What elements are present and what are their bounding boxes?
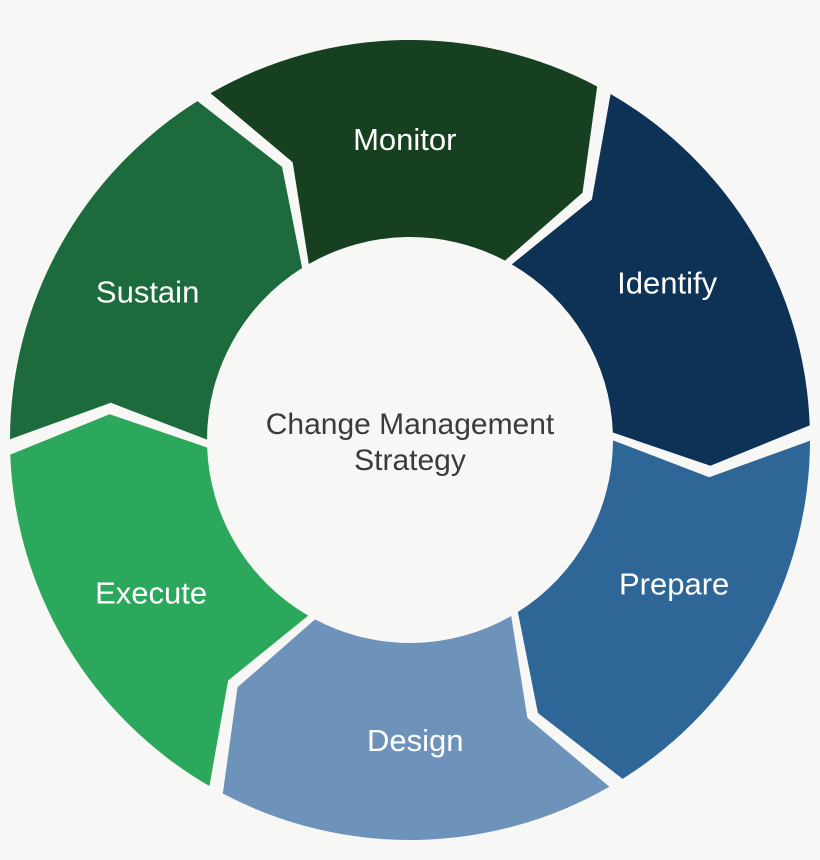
center-hub-circle (211, 241, 609, 639)
cycle-segment-label-execute: Execute (95, 576, 207, 611)
cycle-segment-sustain[interactable] (10, 101, 303, 440)
cycle-segment-prepare[interactable] (517, 440, 810, 779)
cycle-segment-label-monitor: Monitor (353, 122, 456, 157)
cycle-segment-execute[interactable] (10, 414, 309, 787)
cycle-segment-design[interactable] (222, 615, 610, 840)
cycle-segment-label-design: Design (367, 723, 464, 758)
center-hub-line: Strategy (354, 444, 466, 477)
cycle-segment-label-prepare: Prepare (619, 567, 729, 602)
center-hub-line: Change Management (266, 408, 555, 441)
cycle-segment-monitor[interactable] (210, 39, 598, 265)
cycle-segment-label-sustain: Sustain (96, 275, 199, 310)
cycle-segment-identify[interactable] (511, 93, 810, 466)
cycle-segment-label-identify: Identify (617, 266, 717, 301)
